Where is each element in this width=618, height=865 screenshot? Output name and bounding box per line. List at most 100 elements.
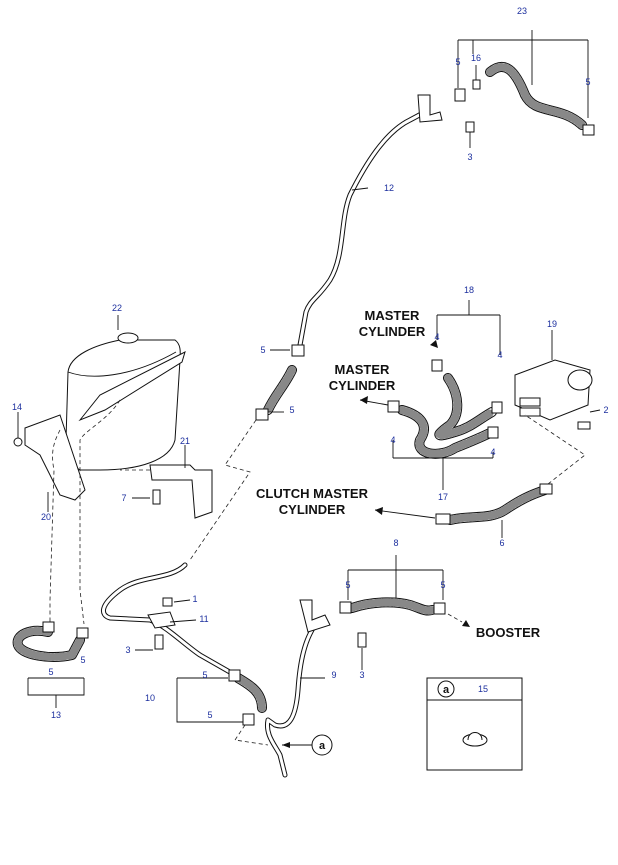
label-master-cylinder-2-line1: MASTER <box>335 362 391 377</box>
label-master-cylinder-1-line1: MASTER <box>365 308 421 323</box>
leader-13 <box>27 677 85 708</box>
callout-8: 8 <box>393 538 398 548</box>
leader-10 <box>176 677 243 723</box>
dash-booster <box>447 613 463 623</box>
clamp-6b <box>539 483 553 495</box>
leader-11 <box>169 619 197 623</box>
leader-12 <box>351 187 369 191</box>
arrow-clutch <box>374 509 436 519</box>
label-booster: BOOSTER <box>476 625 541 640</box>
callout-23: 23 <box>517 6 527 16</box>
pipe-9 <box>264 599 367 778</box>
clamp-5j <box>76 627 89 639</box>
callout-5a: 5 <box>455 57 460 67</box>
arrowhead-booster <box>462 620 470 627</box>
bolt-2 <box>577 421 591 430</box>
callout-20: 20 <box>41 512 51 522</box>
callout-5j: 5 <box>80 655 85 665</box>
callout-16: 16 <box>471 53 481 63</box>
callout-5f: 5 <box>440 580 445 590</box>
clamp-5e <box>339 601 352 614</box>
tank-cap <box>117 332 139 344</box>
clamp-5-lower <box>255 408 269 421</box>
hose-8 <box>339 597 446 616</box>
callout-5b: 5 <box>585 77 590 87</box>
clamp-4b <box>387 400 400 413</box>
arrowhead-master-1 <box>430 340 438 348</box>
inset-part-number: 15 <box>478 684 488 694</box>
leader-1 <box>173 599 191 603</box>
leader-18 <box>436 300 501 355</box>
callout-4c: 4 <box>390 435 395 445</box>
leader-17 <box>392 440 494 490</box>
clamp-5-mid <box>291 344 305 357</box>
callout-5e: 5 <box>345 580 350 590</box>
clip-16 <box>472 79 481 90</box>
callout-18: 18 <box>464 285 474 295</box>
clamp-4a <box>431 359 443 372</box>
clamp-6a <box>435 513 451 525</box>
bolt-3-top <box>465 121 475 133</box>
callout-12: 12 <box>384 183 394 193</box>
pipe-11 <box>101 562 238 678</box>
bracket-11 <box>147 611 176 629</box>
label-clutch-master-cylinder-line1: CLUTCH MASTER <box>256 486 369 501</box>
callout-7: 7 <box>121 493 126 503</box>
reservoir-cap <box>567 369 593 391</box>
clamp-5h <box>242 713 255 726</box>
clamp-5g <box>228 669 241 682</box>
hose-6 <box>435 483 553 525</box>
leader-2 <box>589 409 601 413</box>
callout-17: 17 <box>438 492 448 502</box>
inset-box: a 15 <box>426 677 523 771</box>
clamp-5f <box>433 602 446 615</box>
label-master-cylinder-1-line2: CYLINDER <box>359 324 426 339</box>
clamp-4c <box>491 401 503 414</box>
callout-22: 22 <box>112 303 122 313</box>
dash-route-5 <box>234 724 269 746</box>
callout-11: 11 <box>199 614 208 624</box>
arrowhead-clutch <box>375 507 383 515</box>
reference-marker <box>311 734 333 756</box>
callout-5i: 5 <box>48 667 53 677</box>
label-master-cylinder-2-line2: CYLINDER <box>329 378 396 393</box>
bracket-9 <box>299 599 331 633</box>
callout-4d: 4 <box>490 447 495 457</box>
bracket-21 <box>149 464 213 519</box>
callout-2: 2 <box>603 405 608 415</box>
pipe-bracket-top <box>417 94 443 123</box>
callout-10: 10 <box>145 693 155 703</box>
callout-4b: 4 <box>497 350 502 360</box>
hose-23 <box>454 62 595 136</box>
dash-route-2 <box>79 399 121 625</box>
arrowhead-a <box>282 742 290 748</box>
hose-13 <box>12 621 89 662</box>
inset-marker <box>437 680 455 698</box>
clamp-5-right <box>582 124 595 136</box>
reservoir-tank-22 <box>65 332 186 471</box>
bracket-20 <box>24 414 86 501</box>
callout-numbers: 23 16 5 5 3 12 18 19 22 4 4 4 4 5 5 14 2… <box>12 6 609 720</box>
pipe-12 <box>297 94 443 348</box>
tank-strap <box>78 351 186 422</box>
callout-21: 21 <box>180 436 190 446</box>
callout-5c: 5 <box>260 345 265 355</box>
callout-4a: 4 <box>434 332 439 342</box>
clamp-5i <box>42 621 55 633</box>
grommet-top <box>467 732 483 741</box>
callout-9: 9 <box>331 670 336 680</box>
label-clutch-master-cylinder-line2: CYLINDER <box>279 502 346 517</box>
callout-13: 13 <box>51 710 61 720</box>
callout-3a: 3 <box>467 152 472 162</box>
nut-14 <box>13 437 23 447</box>
leader-8 <box>347 555 444 600</box>
callout-6: 6 <box>499 538 504 548</box>
component-labels: MASTER CYLINDER MASTER CYLINDER CLUTCH M… <box>256 308 541 640</box>
callout-3b: 3 <box>125 645 130 655</box>
inset-marker-label: a <box>443 684 450 696</box>
reference-marker-label: a <box>319 740 326 752</box>
callout-14: 14 <box>12 402 22 412</box>
callout-5g: 5 <box>202 670 207 680</box>
